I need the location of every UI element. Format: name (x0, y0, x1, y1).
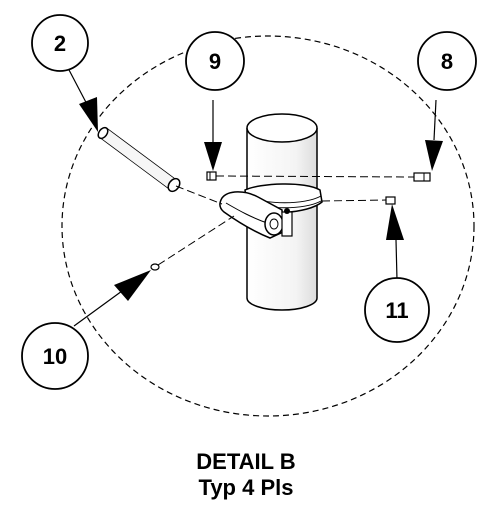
leader-8 (425, 99, 443, 171)
balloon-9[interactable]: 9 (185, 31, 245, 91)
fastener-item-10 (150, 263, 160, 271)
assembly-lines (157, 175, 415, 266)
balloon-2-label: 2 (54, 31, 66, 56)
fastener-item-8 (413, 172, 431, 182)
pin-part (97, 126, 181, 193)
detail-title: DETAIL B (196, 449, 296, 474)
detail-subtitle: Typ 4 Pls (198, 475, 294, 500)
balloon-9-label: 9 (209, 49, 221, 74)
fastener-item-9 (206, 171, 217, 181)
fastener-item-11 (385, 196, 396, 205)
balloon-10[interactable]: 10 (21, 322, 89, 390)
detail-boundary-circle (61, 35, 475, 417)
leader-11 (386, 204, 404, 281)
leader-10 (73, 270, 151, 327)
balloon-11-label: 11 (385, 298, 408, 323)
clamp-collar (219, 183, 323, 239)
balloon-11[interactable]: 11 (364, 277, 430, 343)
balloon-8-label: 8 (441, 49, 453, 74)
leader-9 (204, 100, 222, 171)
leader-2 (67, 67, 98, 132)
balloon-8[interactable]: 8 (417, 31, 477, 91)
balloon-2[interactable]: 2 (31, 14, 89, 72)
balloon-10-label: 10 (43, 344, 67, 369)
